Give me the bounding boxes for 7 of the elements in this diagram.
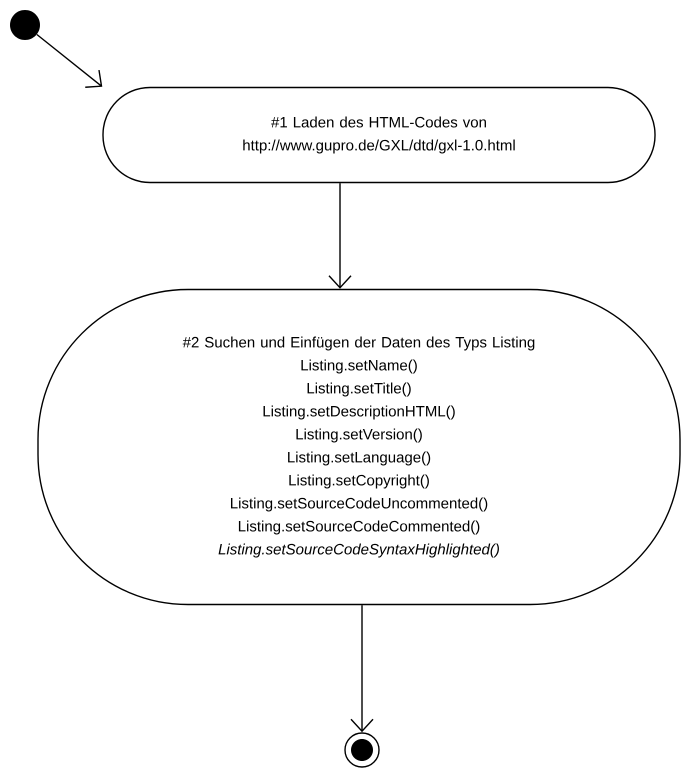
arrow <box>350 605 374 732</box>
arrow <box>36 34 102 88</box>
arrow <box>328 183 352 289</box>
activity-box: #2 Suchen und Einfügen der Daten des Typs Listing Listing.setName() Listing.setTitle() Listing.setDescriptionHTML() Listing.setVersion() Listing.setLanguage() Listing.setCopyright() Listing.setSourceCodeUncommented() Listing.setSourceCodeCommented() Listing.setSourceCodeSyntaxHighlighted() <box>37 288 681 606</box>
end-marker <box>344 732 380 768</box>
start-dot <box>10 10 40 40</box>
activity-box: #1 Laden des HTML-Codes von http://www.gupro.de/GXL/dtd/gxl-1.0.html <box>102 86 656 184</box>
